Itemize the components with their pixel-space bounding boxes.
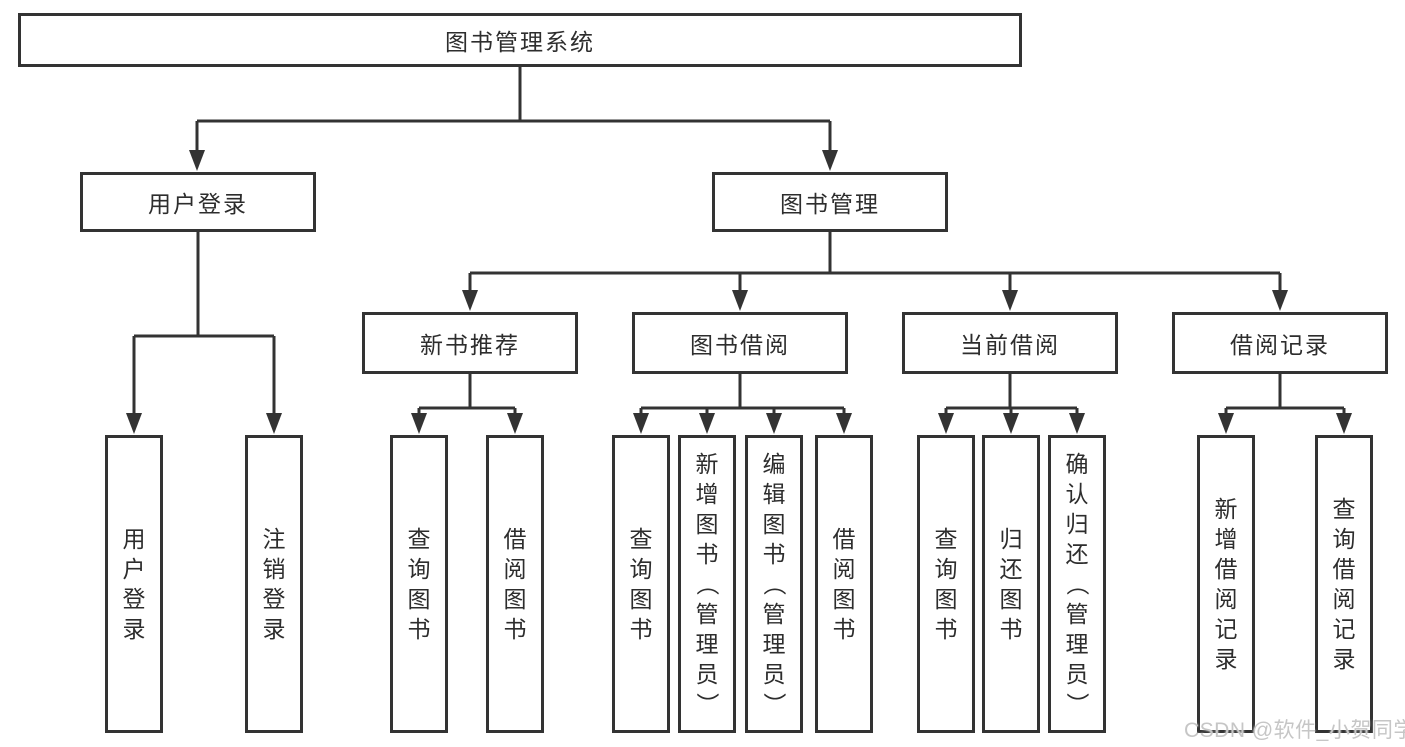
node-borrow-records: 借阅记录 <box>1172 312 1388 374</box>
leaf-recommend-borrow-books: 借阅图书 <box>486 435 544 733</box>
leaf-add-books-admin: 新增图书（管理员） <box>678 435 736 733</box>
leaf-edit-books-admin: 编辑图书（管理员） <box>745 435 803 733</box>
leaf-query-borrow-record: 查询借阅记录 <box>1315 435 1373 733</box>
leaf-user-login: 用户登录 <box>105 435 163 733</box>
leaf-confirm-return-admin: 确认归还（管理员） <box>1048 435 1106 733</box>
leaf-logout: 注销登录 <box>245 435 303 733</box>
leaf-return-books: 归还图书 <box>982 435 1040 733</box>
arrowheads <box>126 150 1352 434</box>
node-root-library-system: 图书管理系统 <box>18 13 1022 67</box>
node-current-borrow: 当前借阅 <box>902 312 1118 374</box>
node-book-borrow: 图书借阅 <box>632 312 848 374</box>
node-new-book-recommend: 新书推荐 <box>362 312 578 374</box>
leaf-borrow-query-books: 查询图书 <box>612 435 670 733</box>
node-book-management: 图书管理 <box>712 172 948 232</box>
leaf-current-query-books: 查询图书 <box>917 435 975 733</box>
leaf-borrow-books: 借阅图书 <box>815 435 873 733</box>
watermark: CSDN @软件_小贺同学 <box>1184 719 1405 742</box>
leaf-add-borrow-record: 新增借阅记录 <box>1197 435 1255 733</box>
leaf-recommend-query-books: 查询图书 <box>390 435 448 733</box>
node-user-login: 用户登录 <box>80 172 316 232</box>
